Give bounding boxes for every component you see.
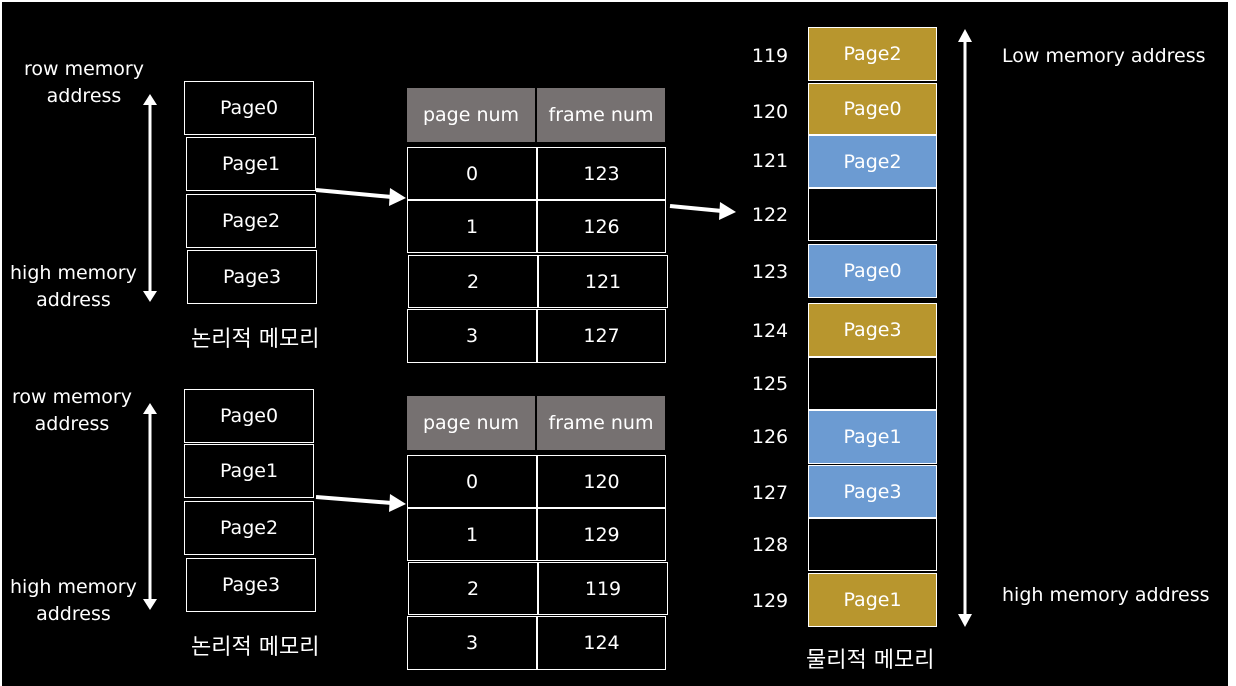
low-memory-address-label: Low memory address xyxy=(1002,45,1206,67)
bottom-arrowhead-up xyxy=(143,403,157,414)
bottom-table-frame-1: 129 xyxy=(537,508,666,561)
bottom-page-3: Page3 xyxy=(186,558,316,612)
bottom-page-2: Page2 xyxy=(184,501,314,555)
bottom-table-page-1: 1 xyxy=(407,508,537,561)
physical-memory-caption: 물리적 메모리 xyxy=(806,648,935,673)
top-high-address-label: high memory address xyxy=(10,262,137,311)
bottom-pages-to-table-line xyxy=(315,495,393,505)
frame-123: Page0 xyxy=(808,244,937,298)
frame-126: Page1 xyxy=(808,410,937,464)
frame-number-121: 121 xyxy=(751,150,789,172)
top-table-header-frame-num: frame num xyxy=(537,88,665,142)
bottom-high-address-label: high memory address xyxy=(10,576,137,625)
top-table-page-1: 1 xyxy=(407,200,537,253)
top-arrowhead-up xyxy=(143,94,157,105)
frame-number-126: 126 xyxy=(751,426,789,448)
bottom-table-frame-0: 120 xyxy=(537,455,666,508)
top-page-1: Page1 xyxy=(186,137,316,191)
physical-arrowhead-up xyxy=(958,29,972,42)
physical-arrowhead-down xyxy=(958,614,972,627)
frame-129: Page1 xyxy=(808,573,937,627)
top-low-address-label: row memory address xyxy=(24,58,144,107)
bottom-table-frame-2: 119 xyxy=(538,562,668,615)
frame-127: Page3 xyxy=(808,465,937,518)
frame-number-122: 122 xyxy=(751,204,789,226)
bottom-table-page-3: 3 xyxy=(407,616,537,670)
bottom-table-header-frame-num: frame num xyxy=(537,396,665,450)
top-logical-memory-caption: 논리적 메모리 xyxy=(191,327,320,352)
top-table-frame-1: 126 xyxy=(537,200,666,253)
frame-number-120: 120 xyxy=(751,101,789,123)
top-page-0: Page0 xyxy=(184,81,314,135)
frame-125 xyxy=(808,357,937,410)
bottom-logical-memory-caption: 논리적 메모리 xyxy=(191,635,320,660)
bottom-page-1: Page1 xyxy=(184,444,314,498)
bottom-pages-to-table-head xyxy=(389,494,406,512)
bottom-arrowhead-down xyxy=(143,599,157,610)
bottom-table-page-0: 0 xyxy=(407,455,537,508)
top-pages-to-table-head xyxy=(389,188,406,206)
frame-128 xyxy=(808,518,937,571)
top-table-page-0: 0 xyxy=(407,147,537,200)
frame-number-127: 127 xyxy=(751,482,789,504)
high-memory-address-label: high memory address xyxy=(1002,584,1210,606)
top-table-frame-2: 121 xyxy=(538,255,668,308)
frame-124: Page3 xyxy=(808,303,937,357)
top-table-header-page-num: page num xyxy=(407,88,535,142)
top-table-page-2: 2 xyxy=(408,255,538,308)
top-page-3: Page3 xyxy=(187,250,317,304)
frame-122 xyxy=(808,188,937,241)
bottom-table-page-2: 2 xyxy=(408,562,538,615)
bottom-low-address-label: row memory address xyxy=(12,386,132,435)
table-to-physical-line xyxy=(669,204,723,213)
frame-number-128: 128 xyxy=(751,534,789,556)
bottom-page-0: Page0 xyxy=(184,389,314,443)
frame-number-119: 119 xyxy=(751,45,789,67)
top-table-frame-3: 127 xyxy=(537,309,666,363)
bottom-table-frame-3: 124 xyxy=(537,616,666,670)
top-pages-to-table-line xyxy=(315,188,393,199)
frame-number-129: 129 xyxy=(751,590,789,612)
frame-119: Page2 xyxy=(808,27,937,81)
top-table-page-3: 3 xyxy=(407,309,537,363)
top-arrowhead-down xyxy=(143,291,157,302)
top-table-frame-0: 123 xyxy=(537,147,666,200)
bottom-table-header-page-num: page num xyxy=(407,396,535,450)
frame-121: Page2 xyxy=(808,135,937,188)
frame-number-124: 124 xyxy=(751,320,789,342)
frame-120: Page0 xyxy=(808,83,937,135)
frame-number-125: 125 xyxy=(751,373,789,395)
top-page-2: Page2 xyxy=(186,194,316,248)
frame-number-123: 123 xyxy=(751,261,789,283)
table-to-physical-head xyxy=(719,202,736,220)
